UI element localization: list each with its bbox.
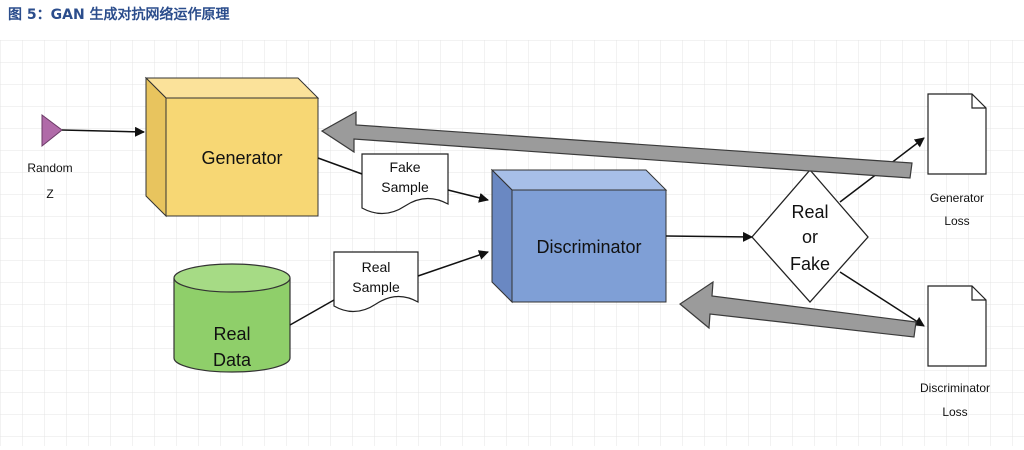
decision-label-1: Real bbox=[791, 202, 828, 222]
decision-label-2: or bbox=[802, 227, 818, 247]
arrow-decision-discriminator-loss bbox=[839, 271, 925, 327]
random-label: Random bbox=[27, 161, 72, 175]
decision-label-3: Fake bbox=[790, 254, 830, 274]
figure-title: 图 5：GAN 生成对抗网络运作原理 bbox=[8, 7, 230, 23]
arrow-generator-fake bbox=[317, 157, 363, 175]
diagram-canvas: Random Z Generator Fake Sample Discrimin… bbox=[0, 40, 1024, 446]
random-node: Random Z bbox=[27, 114, 73, 201]
random-z-label: Z bbox=[46, 187, 53, 201]
real-sample-node: Real Sample bbox=[333, 251, 419, 313]
discriminator-loss-node: Discriminator Loss bbox=[920, 285, 990, 419]
discriminator-feedback-arrow bbox=[678, 280, 917, 338]
arrow-realdata-realsample bbox=[289, 299, 335, 326]
arrow-realsample-discriminator bbox=[417, 250, 489, 277]
generator-loss-label-2: Loss bbox=[944, 214, 969, 228]
generator-loss-label-1: Generator bbox=[930, 191, 984, 205]
arrow-fake-discriminator bbox=[447, 189, 489, 203]
real-sample-label-1: Real bbox=[362, 259, 391, 275]
real-sample-label-2: Sample bbox=[352, 279, 400, 295]
real-data-label-2: Data bbox=[213, 350, 252, 370]
generator-feedback-arrow bbox=[320, 110, 913, 179]
discriminator-loss-label-2: Loss bbox=[942, 405, 967, 419]
real-data-node: Real Data bbox=[173, 263, 291, 373]
discriminator-label: Discriminator bbox=[536, 237, 641, 257]
random-marker-icon bbox=[41, 114, 63, 148]
generator-loss-node: Generator Loss bbox=[927, 93, 987, 228]
fake-sample-node: Fake Sample bbox=[361, 153, 449, 215]
discriminator-node: Discriminator bbox=[490, 168, 668, 304]
decision-node: Real or Fake bbox=[751, 169, 869, 303]
generator-label: Generator bbox=[201, 148, 282, 168]
generator-node: Generator bbox=[144, 76, 320, 218]
arrow-random-generator bbox=[61, 126, 145, 137]
fake-sample-label-1: Fake bbox=[389, 159, 420, 175]
real-data-label-1: Real bbox=[213, 324, 250, 344]
fake-sample-label-2: Sample bbox=[381, 179, 429, 195]
arrow-discriminator-decision bbox=[665, 231, 753, 242]
discriminator-loss-label-1: Discriminator bbox=[920, 381, 990, 395]
